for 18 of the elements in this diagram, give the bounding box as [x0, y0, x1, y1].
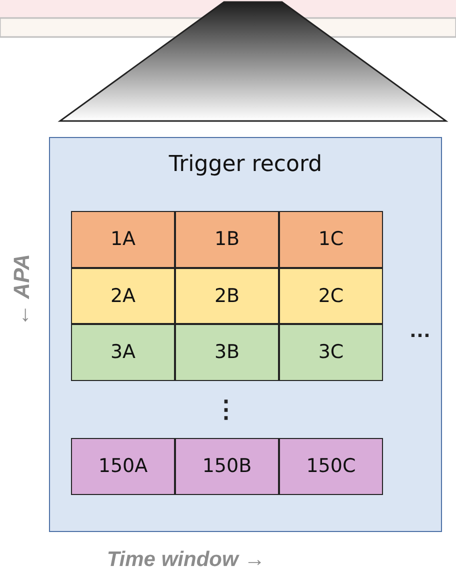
grid-cell: 150A [71, 438, 175, 494]
grid-cell: 2A [71, 268, 175, 324]
grid-cell: 1C [279, 211, 383, 268]
grid-cell: 2C [279, 268, 383, 324]
grid-cell: 150B [175, 438, 279, 494]
grid-cell: 3A [71, 324, 175, 380]
ellipsis: ⋮ [214, 396, 238, 424]
panel-title: Trigger record [168, 152, 324, 177]
record-panel [49, 137, 442, 532]
grid-cell: 1A [71, 211, 175, 268]
axis-label: Time window → [106, 548, 266, 572]
ellipsis: … [409, 317, 431, 343]
grid-cell: 3B [175, 324, 279, 380]
grid-cell: 150C [279, 438, 383, 494]
grid-cell: 2B [175, 268, 279, 324]
axis-label: ← APA [9, 254, 35, 326]
grid-cell: 1B [175, 211, 279, 268]
grid-cell: 3C [279, 324, 383, 380]
